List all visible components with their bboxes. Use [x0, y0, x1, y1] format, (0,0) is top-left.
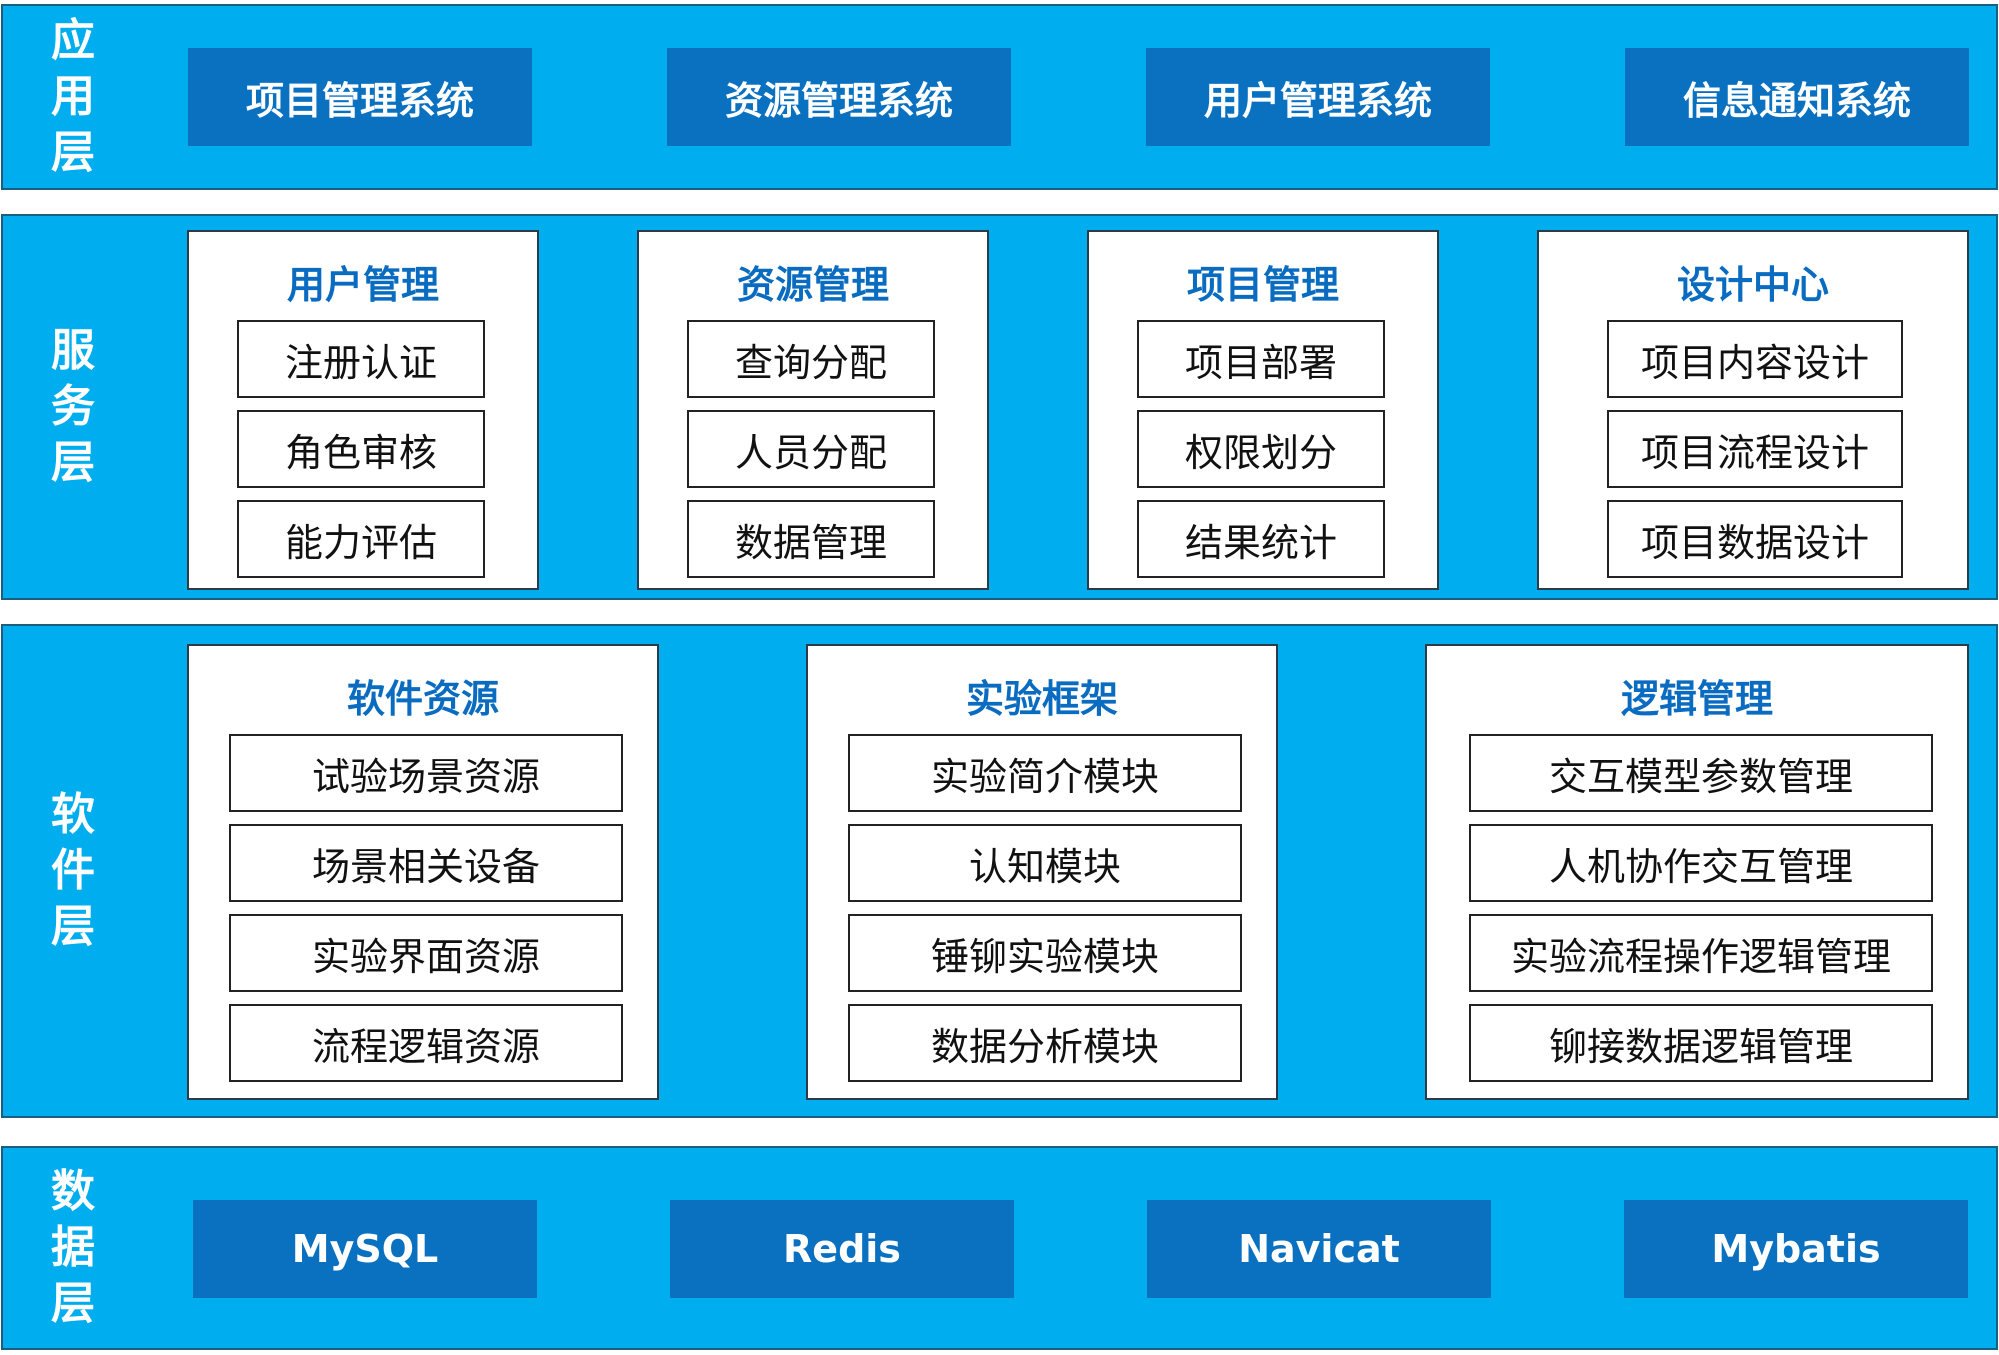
label-char: 件 [51, 845, 95, 896]
panel-title: 项目管理 [1186, 263, 1339, 307]
label-char: 务 [51, 381, 95, 432]
label-char: 软 [51, 789, 95, 840]
item: 人员分配 [687, 410, 935, 488]
data-navicat: Navicat [1147, 1200, 1491, 1298]
item: 锤铆实验模块 [848, 914, 1242, 992]
item: 数据分析模块 [848, 1004, 1242, 1082]
label-char: 层 [51, 1278, 95, 1329]
panel-title: 软件资源 [346, 677, 499, 721]
panel-title: 逻辑管理 [1620, 677, 1773, 721]
system-user-management: 用户管理系统 [1146, 48, 1490, 146]
item: 实验简介模块 [848, 734, 1242, 812]
label-char: 层 [51, 901, 95, 952]
item: 实验流程操作逻辑管理 [1469, 914, 1933, 992]
panel-title: 用户管理 [286, 263, 439, 307]
item: 交互模型参数管理 [1469, 734, 1933, 812]
panel-experiment-framework: 实验框架 实验简介模块 认知模块 锤铆实验模块 数据分析模块 [806, 644, 1278, 1100]
item: 数据管理 [687, 500, 935, 578]
item: 实验界面资源 [229, 914, 623, 992]
panel-title: 资源管理 [736, 263, 889, 307]
service-layer: 服 务 层 用户管理 注册认证 角色审核 能力评估 资源管理 查询分配 人员分配… [1, 214, 1998, 600]
item: 流程逻辑资源 [229, 1004, 623, 1082]
item: 角色审核 [237, 410, 485, 488]
item: 权限划分 [1137, 410, 1385, 488]
service-layer-label: 服 务 层 [3, 216, 143, 598]
item: 场景相关设备 [229, 824, 623, 902]
item: 注册认证 [237, 320, 485, 398]
panel-title: 设计中心 [1676, 263, 1829, 307]
software-layer-label: 软 件 层 [3, 626, 143, 1116]
item: 能力评估 [237, 500, 485, 578]
label-char: 数 [51, 1166, 95, 1217]
data-mysql: MySQL [193, 1200, 537, 1298]
panel-design-center: 设计中心 项目内容设计 项目流程设计 项目数据设计 [1537, 230, 1969, 590]
label-char: 服 [51, 325, 95, 376]
item: 查询分配 [687, 320, 935, 398]
item: 认知模块 [848, 824, 1242, 902]
label-char: 据 [51, 1222, 95, 1273]
panel-resource-management: 资源管理 查询分配 人员分配 数据管理 [637, 230, 989, 590]
data-layer: 数 据 层 MySQL Redis Navicat Mybatis [1, 1146, 1998, 1350]
panel-title: 实验框架 [965, 677, 1118, 721]
item: 结果统计 [1137, 500, 1385, 578]
label-char: 层 [51, 127, 95, 178]
data-redis: Redis [670, 1200, 1014, 1298]
system-project-management: 项目管理系统 [188, 48, 532, 146]
item: 项目内容设计 [1607, 320, 1903, 398]
label-char: 层 [51, 437, 95, 488]
panel-software-resources: 软件资源 试验场景资源 场景相关设备 实验界面资源 流程逻辑资源 [187, 644, 659, 1100]
system-info-notification: 信息通知系统 [1625, 48, 1969, 146]
item: 试验场景资源 [229, 734, 623, 812]
item: 铆接数据逻辑管理 [1469, 1004, 1933, 1082]
panel-project-management: 项目管理 项目部署 权限划分 结果统计 [1087, 230, 1439, 590]
software-layer: 软 件 层 软件资源 试验场景资源 场景相关设备 实验界面资源 流程逻辑资源 实… [1, 624, 1998, 1118]
item: 项目部署 [1137, 320, 1385, 398]
application-layer-label: 应 用 层 [3, 6, 143, 188]
panel-user-management: 用户管理 注册认证 角色审核 能力评估 [187, 230, 539, 590]
system-resource-management: 资源管理系统 [667, 48, 1011, 146]
application-layer: 应 用 层 项目管理系统 资源管理系统 用户管理系统 信息通知系统 [1, 4, 1998, 190]
data-mybatis: Mybatis [1624, 1200, 1968, 1298]
item: 项目流程设计 [1607, 410, 1903, 488]
item: 项目数据设计 [1607, 500, 1903, 578]
data-layer-label: 数 据 层 [3, 1148, 143, 1348]
panel-logic-management: 逻辑管理 交互模型参数管理 人机协作交互管理 实验流程操作逻辑管理 铆接数据逻辑… [1425, 644, 1969, 1100]
item: 人机协作交互管理 [1469, 824, 1933, 902]
label-char: 用 [51, 71, 95, 122]
label-char: 应 [51, 15, 95, 66]
